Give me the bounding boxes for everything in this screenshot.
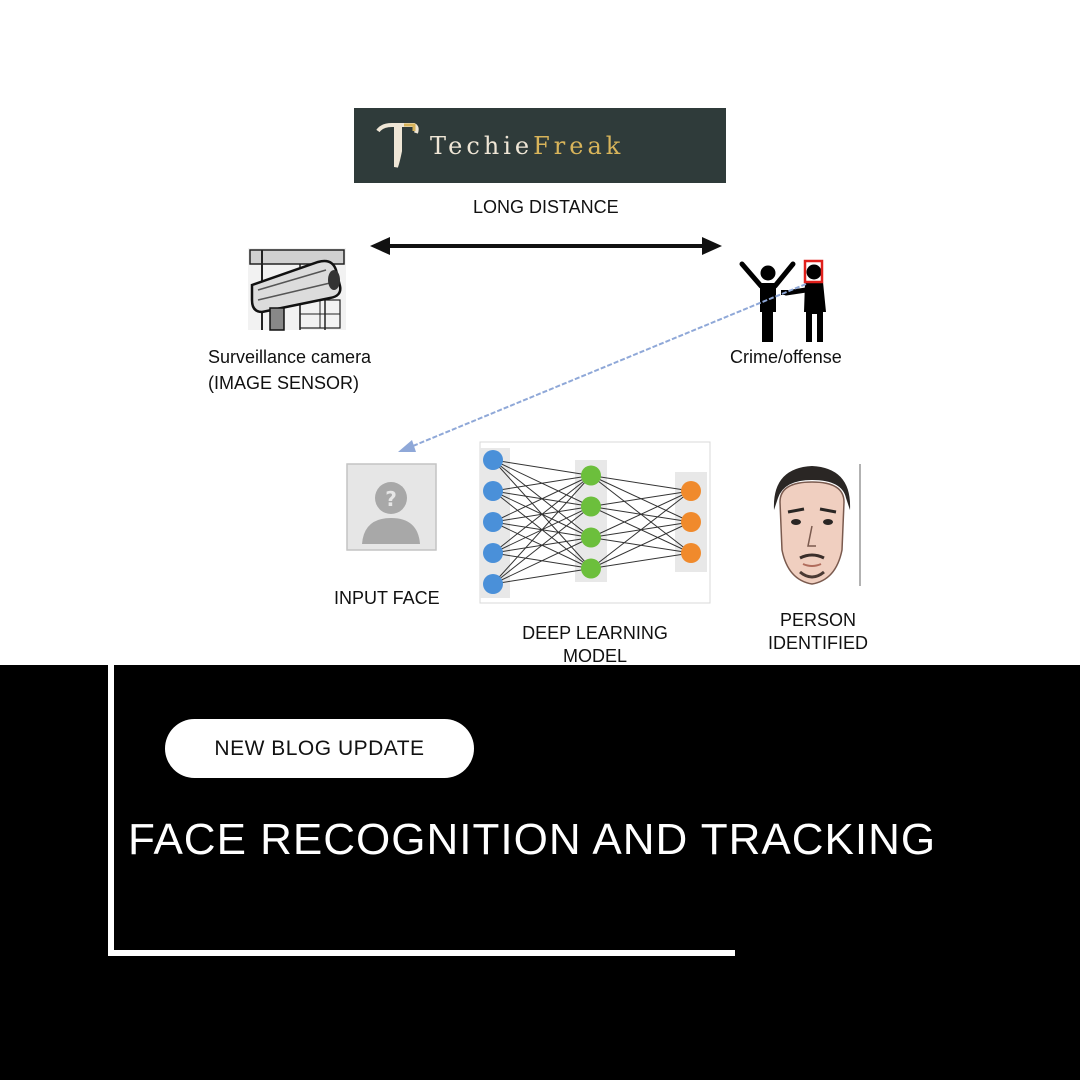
network-edge xyxy=(492,475,592,585)
network-edge xyxy=(590,490,692,538)
banner-panel xyxy=(0,665,1080,1080)
output-node xyxy=(681,512,701,532)
techiefreak-logo: TechieFreak xyxy=(354,108,726,183)
bracket-vertical-line xyxy=(108,665,114,956)
identified-person-portrait xyxy=(766,464,861,586)
camera-label-line1: Surveillance camera xyxy=(208,347,372,367)
input-node xyxy=(483,481,503,501)
blog-title: FACE RECOGNITION AND TRACKING xyxy=(128,815,937,864)
network-edge xyxy=(590,552,692,569)
input-node xyxy=(483,512,503,532)
hidden-node xyxy=(581,527,601,548)
network-edge xyxy=(492,537,592,585)
network-edge xyxy=(492,475,592,554)
output-node xyxy=(681,481,701,501)
neural-network xyxy=(479,441,711,604)
identified-label-line1: PERSON xyxy=(779,610,857,630)
network-edge xyxy=(590,490,692,569)
logo-mark-icon xyxy=(376,122,419,168)
network-edge xyxy=(492,475,592,492)
logo-text-start: Techie xyxy=(430,131,534,160)
logo-text-end: Freak xyxy=(533,131,625,160)
logo-wordmark: TechieFreak xyxy=(430,132,624,160)
network-edge xyxy=(492,475,592,523)
svg-text:?: ? xyxy=(385,487,397,511)
network-edge xyxy=(492,568,592,585)
input-node xyxy=(483,543,503,563)
network-edge xyxy=(590,521,692,569)
camera-label-line2: (IMAGE SENSOR) xyxy=(208,373,360,393)
surveillance-camera-icon xyxy=(248,248,346,331)
output-node xyxy=(681,543,701,563)
face-recognition-diagram: ? xyxy=(248,237,861,604)
crime-figures-icon xyxy=(739,259,826,342)
hidden-node xyxy=(581,558,601,579)
network-edge xyxy=(590,475,692,492)
model-label-line2: MODEL xyxy=(562,646,627,666)
hidden-node xyxy=(581,496,601,517)
network-edge xyxy=(590,490,692,507)
tracking-arrow xyxy=(398,283,807,452)
identified-label-line2: IDENTIFIED xyxy=(767,633,868,653)
new-blog-update-badge: NEW BLOG UPDATE xyxy=(165,719,474,778)
network-edge xyxy=(492,506,592,585)
input-face-label: INPUT FACE xyxy=(334,588,440,608)
network-connections xyxy=(492,459,692,585)
hidden-node xyxy=(581,465,601,486)
long-distance-arrow xyxy=(370,237,722,255)
input-node xyxy=(483,450,503,470)
network-edge xyxy=(492,459,592,476)
crime-label: Crime/offense xyxy=(730,347,842,367)
model-label-line1: DEEP LEARNING xyxy=(522,623,668,643)
network-nodes xyxy=(483,450,701,594)
input-node xyxy=(483,574,503,594)
long-distance-label: LONG DISTANCE xyxy=(473,197,619,217)
bracket-horizontal-line xyxy=(108,950,735,956)
input-face-placeholder: ? xyxy=(346,463,437,551)
